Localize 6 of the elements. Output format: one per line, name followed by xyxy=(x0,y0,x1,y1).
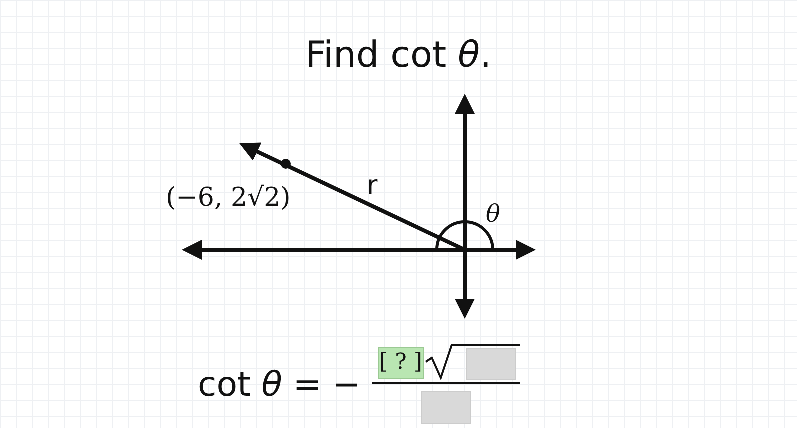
side-label: r xyxy=(367,173,378,199)
answer-box: [ ? ] xyxy=(378,347,424,379)
equation-text: cot θ = − xyxy=(198,368,362,402)
title: Find cot θ. xyxy=(304,38,493,74)
angle-label: θ xyxy=(486,202,500,226)
point-label: (−6, 2√2) xyxy=(166,185,291,211)
